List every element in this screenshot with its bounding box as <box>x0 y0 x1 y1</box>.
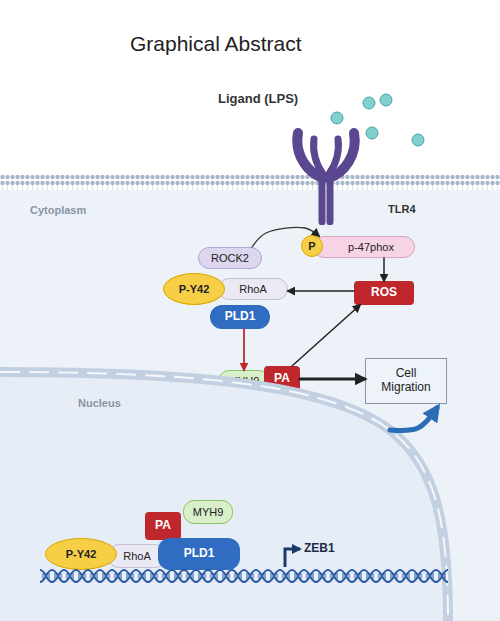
receptor-part <box>329 139 338 174</box>
node-text: P-Y42 <box>66 548 97 561</box>
node-text: PLD1 <box>225 310 256 324</box>
node-text: MYH9 <box>193 506 224 519</box>
phospho-circle: P <box>301 235 323 257</box>
ligand-particles <box>331 94 424 146</box>
protein-pill: ROCK2 <box>198 247 262 269</box>
nucleus-fill <box>0 372 448 621</box>
cell-membrane <box>0 175 500 190</box>
enzyme-pill: PLD1 <box>210 305 270 329</box>
receptor-part <box>319 175 326 222</box>
node-text: TLR4 <box>388 203 416 216</box>
lipid-box: PA <box>145 512 181 540</box>
node-text: P <box>308 240 315 253</box>
node-text: Cytoplasm <box>30 204 86 217</box>
node-text: ROS <box>371 286 397 300</box>
receptor-part <box>329 133 355 178</box>
protein-pill: p-47phox <box>313 236 415 258</box>
nucleus-outline <box>0 365 460 621</box>
nuclear-pores <box>0 372 448 621</box>
receptor-part <box>314 139 323 174</box>
enzyme-pill: PLD1 <box>158 538 240 570</box>
protein-pill: MYH9 <box>183 500 233 524</box>
receptor: TLR4 <box>290 125 425 225</box>
node-text: RhoA <box>123 550 151 563</box>
node-text: ROCK2 <box>211 252 249 265</box>
node-text: PA <box>155 519 171 533</box>
outcome-box: Cell Migration <box>365 358 447 404</box>
receptor-part <box>327 175 334 222</box>
node-text: RhoA <box>239 283 267 296</box>
node-text: PLD1 <box>184 547 215 561</box>
cytoplasm-region: CytoplasmPp-47phoxROCK2P-Y42RhoAROSPLD1M… <box>0 190 500 621</box>
nucleus-region: NucleusMYH9PA P-Y42 RhoA PLD1 <box>0 365 460 621</box>
node-text: Cell Migration <box>372 367 440 395</box>
node-text: p-47phox <box>348 241 394 254</box>
phospho-ellipse: P-Y42 <box>163 273 225 305</box>
node-text: P-Y42 <box>179 283 210 296</box>
phospho-ellipse: P-Y42 <box>45 538 117 570</box>
protein-pill: RhoA <box>218 278 288 300</box>
gene-label: ZEB1 <box>304 541 335 555</box>
ros-box: ROS <box>354 281 414 305</box>
node-text: Nucleus <box>78 397 121 410</box>
diagram-title: Graphical Abstract <box>130 32 302 56</box>
nucleus-envelope <box>0 372 448 621</box>
ligand-label: Ligand (LPS) <box>218 91 298 106</box>
receptor-part <box>297 133 323 178</box>
